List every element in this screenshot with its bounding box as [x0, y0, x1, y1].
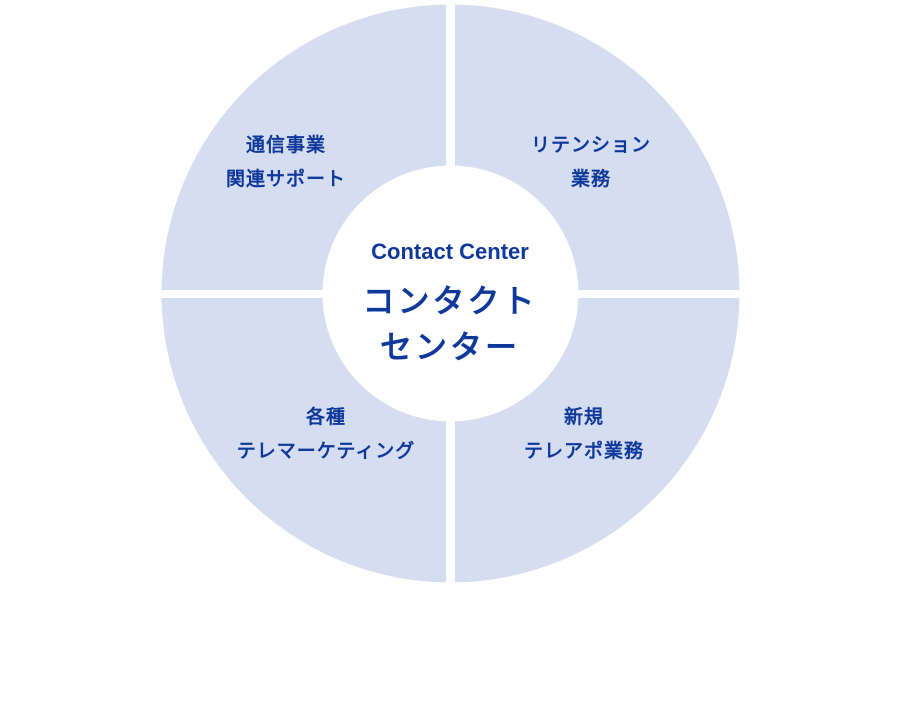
segment-bottom-right: 新規 テレアポ業務 [474, 400, 694, 468]
segment-label: リテンション [530, 134, 651, 156]
center-title: Contact Center コンタクト センター [320, 234, 580, 370]
segment-label: 通信事業 [245, 134, 326, 156]
segment-label: 新規 [563, 406, 604, 428]
segment-label: 業務 [570, 168, 611, 190]
segment-top-right: リテンション 業務 [481, 128, 701, 196]
segment-label: テレマーケティング [236, 440, 416, 462]
segment-top-left: 通信事業 関連サポート [176, 128, 396, 196]
center-japanese: コンタクト センター [320, 278, 580, 370]
center-english: Contact Center [371, 239, 529, 264]
center-circle [322, 165, 579, 422]
segment-label: テレアポ業務 [523, 440, 644, 462]
center-japanese-line2: センター [379, 328, 520, 366]
segment-label: 各種 [305, 406, 346, 428]
segment-label: 関連サポート [225, 168, 346, 190]
segment-bottom-left: 各種 テレマーケティング [216, 400, 436, 468]
center-japanese-line1: コンタクト [362, 282, 538, 320]
